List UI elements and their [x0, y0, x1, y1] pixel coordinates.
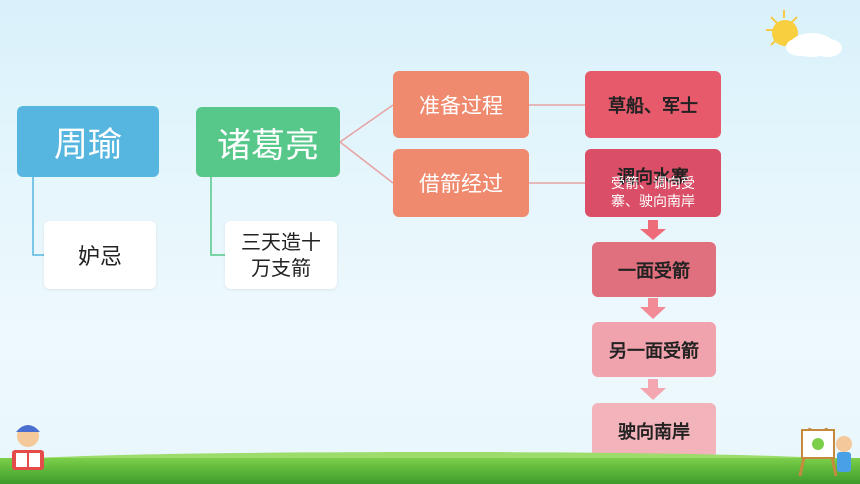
step1-node: 调向水寨 受箭、调向受 寨、驶向南岸 — [585, 149, 721, 217]
arrow-down-icon — [640, 379, 666, 400]
zhuge-connector — [210, 177, 225, 256]
zhouyu-connector — [32, 177, 44, 256]
zhouyu-node: 周瑜 — [17, 106, 159, 177]
step2-node: 一面受箭 — [592, 242, 716, 297]
easel-child-icon — [798, 427, 852, 477]
step4-node: 驶向南岸 — [592, 403, 716, 458]
duji-node: 妒忌 — [44, 221, 156, 289]
zhuge-jie-line — [339, 141, 394, 184]
grass-strip — [0, 452, 860, 462]
zhuge-node: 诸葛亮 — [196, 107, 340, 177]
zhuge-prep-line — [339, 104, 394, 143]
boats-node: 草船、军士 — [585, 71, 721, 138]
arrow-down-icon — [640, 220, 666, 240]
jie-node: 借箭经过 — [393, 149, 529, 217]
sun-cloud-icon — [766, 10, 842, 57]
prep-node: 准备过程 — [393, 71, 529, 138]
step1-overlap-label: 受箭、调向受 寨、驶向南岸 — [611, 176, 695, 210]
task-node: 三天造十 万支箭 — [225, 221, 337, 289]
step1-top-label: 调向水寨 — [617, 167, 689, 188]
arrow-down-icon — [640, 298, 666, 319]
ground — [0, 458, 860, 484]
reading-child-icon — [12, 425, 44, 470]
step3-node: 另一面受箭 — [592, 322, 716, 377]
